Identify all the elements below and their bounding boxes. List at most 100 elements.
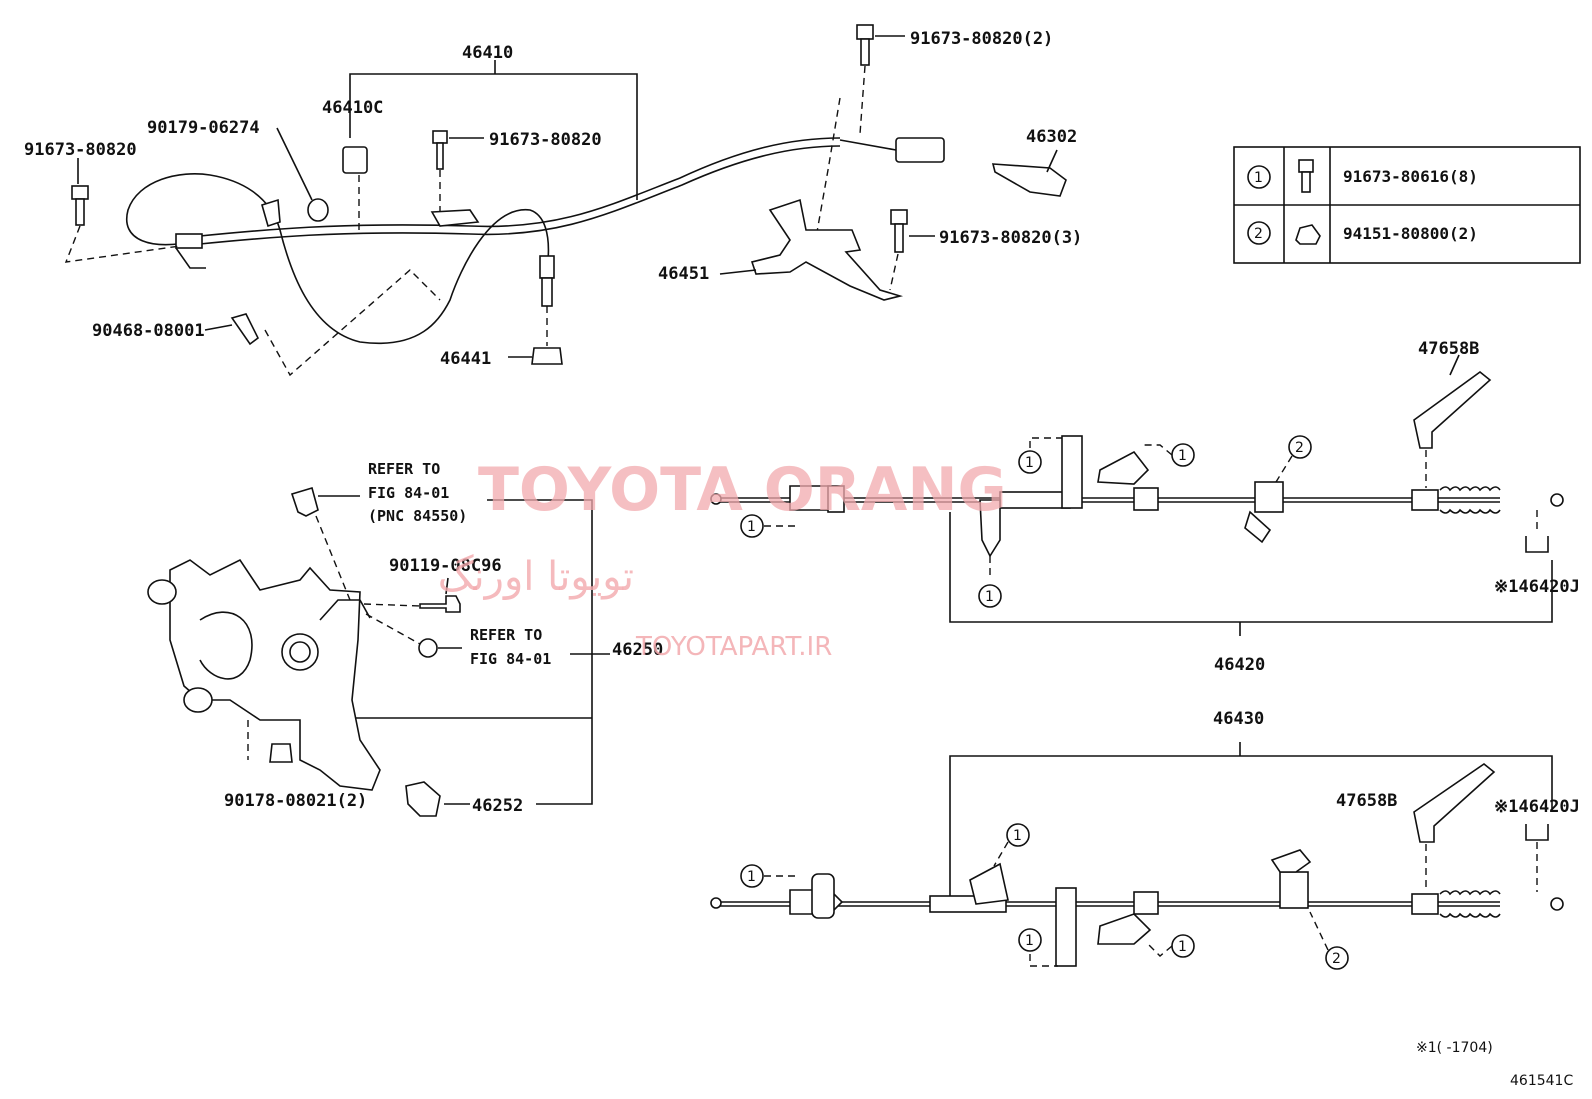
svg-text:1: 1 <box>1013 828 1022 844</box>
callout-1b: 1 <box>1018 450 1042 474</box>
label-46430: 46430 <box>1213 709 1264 729</box>
rear-cable-46430: 1 1 1 1 2 <box>710 742 1564 970</box>
clamp-1-b <box>1055 887 1077 967</box>
label-46420: 46420 <box>1214 655 1265 675</box>
grommet <box>1133 487 1159 511</box>
refer-text-2b: FIG 84-01 <box>470 650 551 668</box>
clamp-1 <box>1061 435 1083 509</box>
label-46441: 46441 <box>440 349 491 369</box>
label-46420J-a: ※146420J <box>1494 577 1580 597</box>
legend-table: 1 91673-80616(8) 2 94151-80800(2) <box>1233 146 1581 264</box>
label-90468-08001: 90468-08001 <box>92 321 205 341</box>
footnote-date-range: ※1( -1704) <box>1416 1040 1493 1056</box>
legend-row-2: 2 94151-80800(2) <box>1247 221 1478 245</box>
bolt-icon <box>856 24 874 66</box>
label-91673-80820-mid: 91673-80820 <box>489 130 602 150</box>
callout-1e: 1 <box>740 864 764 888</box>
legend-part-94151-80800: 94151-80800(2) <box>1343 224 1478 243</box>
label-46250: 46250 <box>612 640 663 660</box>
nut-46441 <box>531 347 563 365</box>
watermark-persian: تویوتا اورنگ <box>438 554 634 600</box>
cable-clamp-47658B-b <box>1413 763 1496 843</box>
svg-text:2: 2 <box>1254 226 1263 242</box>
callout-2b: 2 <box>1325 946 1349 970</box>
figure-code: 461541C <box>1510 1073 1573 1089</box>
svg-text:1: 1 <box>747 519 756 535</box>
rear-cable-46420: 1 1 1 1 2 <box>710 354 1564 636</box>
label-91673-80820-3: 91673-80820(3) <box>939 228 1082 248</box>
label-90119-08C96: 90119-08C96 <box>389 556 502 576</box>
svg-text:1: 1 <box>1025 933 1034 949</box>
svg-text:1: 1 <box>1025 455 1034 471</box>
bracket-46451 <box>750 198 904 301</box>
bolt-icon <box>71 185 89 226</box>
cable-retainer <box>430 209 480 227</box>
grommet-b <box>1133 891 1159 915</box>
label-46252: 46252 <box>472 796 523 816</box>
label-46302: 46302 <box>1026 127 1077 147</box>
cable-connector <box>895 137 945 163</box>
watermark-brand: TOYOTA ORANG <box>478 455 1007 525</box>
label-91673-80820-left: 91673-80820 <box>24 140 137 160</box>
svg-text:1: 1 <box>747 869 756 885</box>
callout-2a: 2 <box>1288 435 1312 459</box>
label-91673-80820-2: 91673-80820(2) <box>910 29 1053 49</box>
cable-end-fitting <box>175 233 203 249</box>
callout-1d: 1 <box>978 584 1002 608</box>
bolt-icon <box>432 130 448 170</box>
refer-text-1b: FIG 84-01 <box>368 484 449 502</box>
svg-text:2: 2 <box>1332 951 1341 967</box>
cable-end-46441-side <box>539 255 555 279</box>
bolt-90119 <box>419 595 461 613</box>
nut-90178 <box>269 743 293 763</box>
pedal-assembly-46250 <box>147 486 610 817</box>
bracket-plate-c <box>1097 913 1152 945</box>
label-46451: 46451 <box>658 264 709 284</box>
cable-bracket <box>261 198 281 228</box>
refer-text-1a: REFER TO <box>368 460 440 478</box>
callout-1c: 1 <box>1171 443 1195 467</box>
clip-46420J-a <box>1525 536 1549 553</box>
callout-1g: 1 <box>1018 928 1042 952</box>
bracket-plate-b <box>969 862 1009 905</box>
svg-text:1: 1 <box>1178 448 1187 464</box>
pin-90468 <box>230 313 260 346</box>
callout-1a: 1 <box>740 514 764 538</box>
clip-46420J-b <box>1525 824 1549 841</box>
svg-text:2: 2 <box>1295 440 1304 456</box>
cable-clamp-47658B-a <box>1413 370 1492 449</box>
watermark-site: TOYOTAPART.IR <box>635 632 832 662</box>
nut-icon <box>1295 224 1321 245</box>
callout-1h: 1 <box>1171 934 1195 958</box>
legend-part-91673-80616: 91673-80616(8) <box>1343 167 1478 186</box>
front-cable-assembly <box>64 24 1067 377</box>
label-46410: 46410 <box>462 43 513 63</box>
callout-1f: 1 <box>1006 823 1030 847</box>
clip-2-b <box>1279 871 1309 909</box>
label-46410C: 46410C <box>322 98 383 118</box>
label-47658B-a: 47658B <box>1418 339 1479 359</box>
grommet-90179 <box>307 198 329 222</box>
cable-end-46302 <box>991 163 1067 197</box>
svg-text:1: 1 <box>985 589 994 605</box>
svg-text:1: 1 <box>1178 939 1187 955</box>
clip-84550 <box>290 486 319 517</box>
bolt-icon <box>890 209 908 253</box>
clip-46252 <box>405 781 441 817</box>
cable-clip-46410C <box>342 146 368 174</box>
bolt-ref-84-01 <box>418 638 438 658</box>
refer-text-1c: (PNC 84550) <box>368 507 467 525</box>
clip-1-lower <box>979 499 1001 558</box>
bracket-plate <box>1097 450 1150 485</box>
pedal-bracket <box>169 558 381 791</box>
bolt-icon <box>1298 159 1314 193</box>
label-90178-08021: 90178-08021(2) <box>224 791 367 811</box>
label-90179-06274: 90179-06274 <box>147 118 260 138</box>
svg-text:1: 1 <box>1254 170 1263 186</box>
label-47658B-b: 47658B <box>1336 791 1397 811</box>
clip-2 <box>1254 481 1284 513</box>
refer-text-2a: REFER TO <box>470 626 542 644</box>
legend-row-1: 1 91673-80616(8) <box>1247 159 1478 193</box>
label-46420J-b: ※146420J <box>1494 797 1580 817</box>
